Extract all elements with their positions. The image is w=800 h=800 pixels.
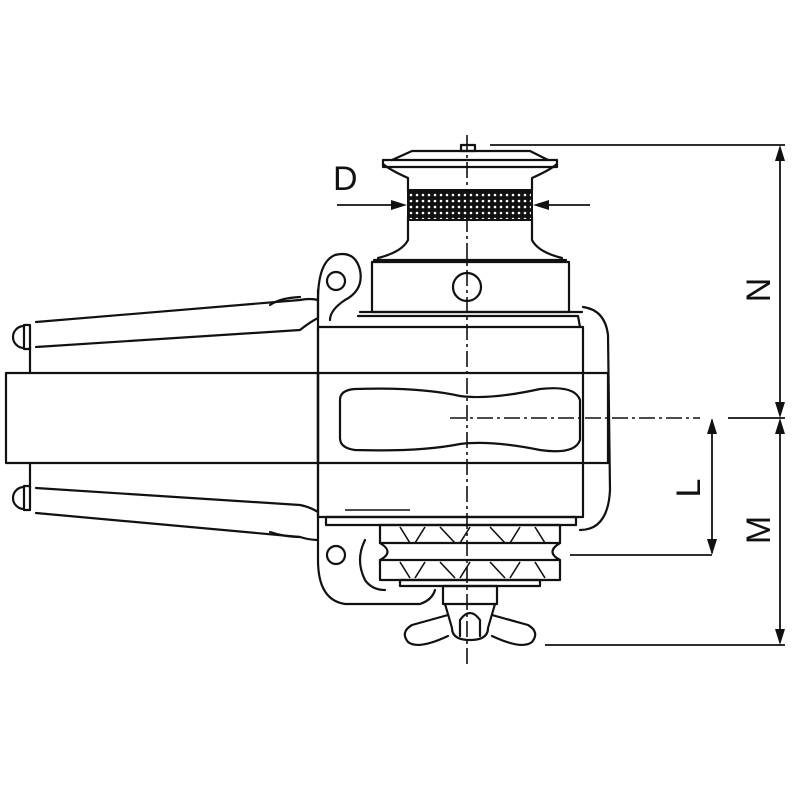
gearbox-handle-grip: [338, 387, 582, 453]
mounting-lug-top: [316, 252, 362, 322]
dimension-m: M: [545, 418, 785, 646]
bolt-bottom-icon: [11, 484, 32, 512]
gypsy-chainwheel: [324, 515, 578, 606]
dimension-n: N: [490, 144, 785, 419]
mounting-lug-bottom: [316, 538, 437, 606]
dimension-d: D: [333, 160, 590, 210]
dimension-l: L: [570, 418, 717, 556]
label-l: L: [670, 479, 708, 498]
capstan: [370, 143, 571, 314]
capstan-knurled-drum: [407, 189, 533, 221]
label-n: N: [740, 278, 778, 303]
clutch-wing-nut: [403, 602, 537, 647]
label-d: D: [333, 160, 358, 198]
motor-housing: [4, 295, 320, 542]
bolt-top-icon: [11, 323, 32, 351]
label-m: M: [740, 516, 778, 544]
